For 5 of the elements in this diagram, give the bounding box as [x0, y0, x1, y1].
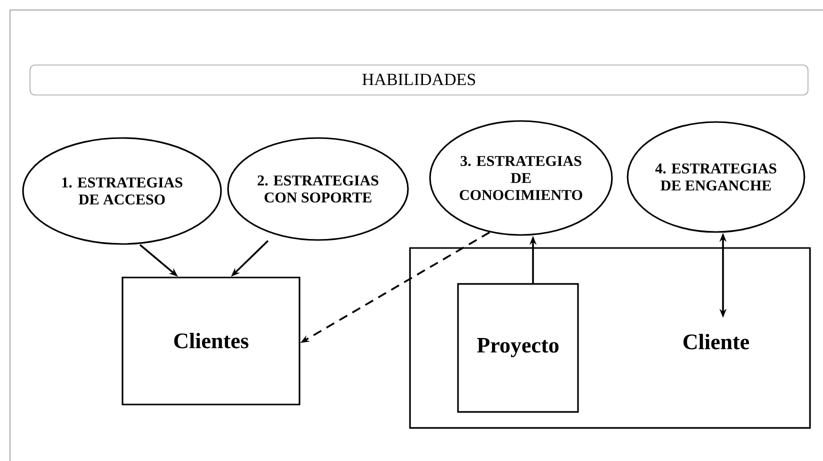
process-box — [409, 247, 811, 429]
process-box: Clientes — [122, 276, 300, 406]
process-box: Proyecto — [457, 283, 579, 413]
heading-band: HABILIDADES — [30, 64, 808, 96]
node-label: Cliente — [683, 334, 750, 350]
